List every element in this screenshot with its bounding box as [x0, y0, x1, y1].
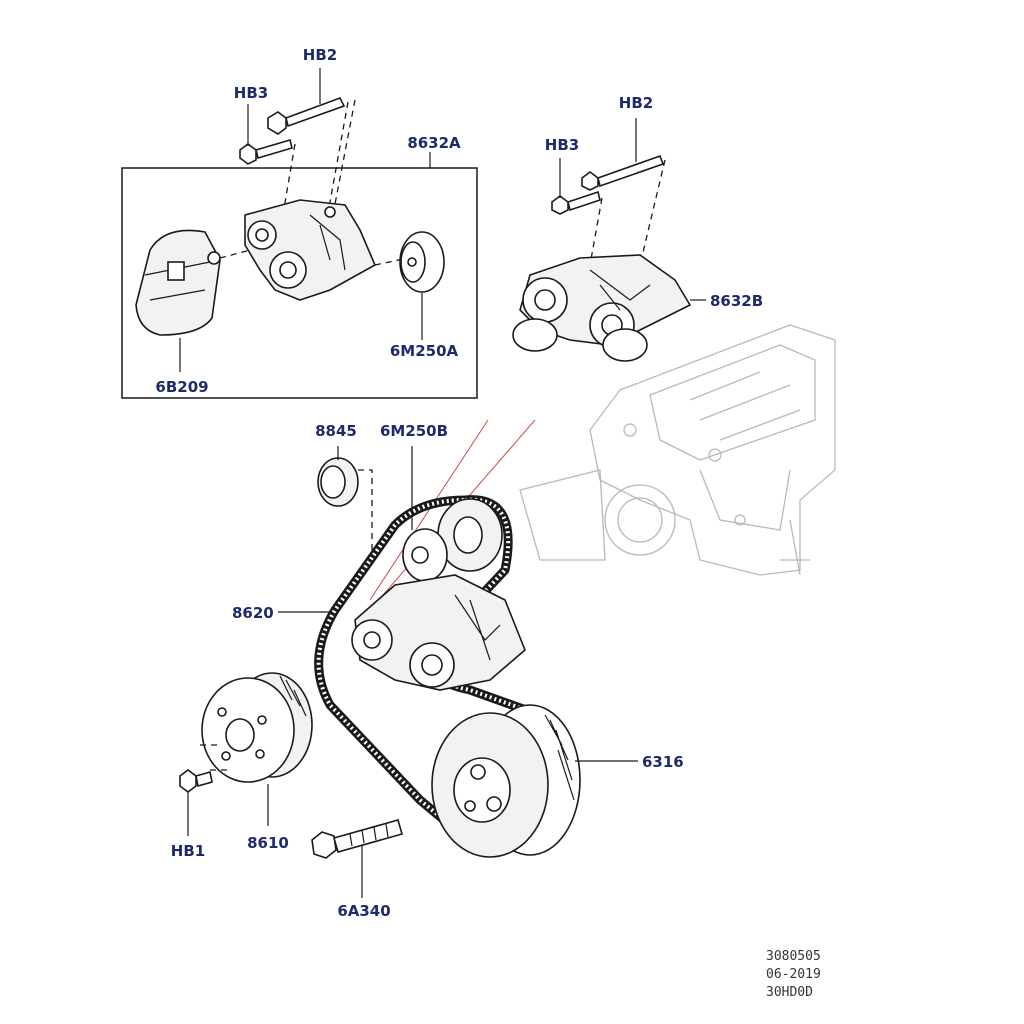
- label-6m250a: 6M250A: [390, 342, 459, 360]
- idler-pulley-6m250b: [402, 498, 503, 582]
- footer-illustration-number: 3080505: [766, 949, 821, 964]
- bracket-8632a: [244, 199, 377, 301]
- bolt-hb2-top: [267, 97, 346, 135]
- tensioner-6b209: [135, 229, 221, 336]
- tensioner-bracket-lower: [351, 574, 526, 691]
- tensioner-bracket-assembly-8632b: [512, 254, 692, 362]
- bolt-hb3-right: [551, 190, 601, 215]
- pulley-cap-8845: [317, 457, 359, 507]
- label-hb1: HB1: [171, 842, 205, 860]
- assembly-8632a-box: [121, 167, 478, 399]
- reference-line-left: [369, 419, 489, 601]
- engine-block-ghost: [519, 324, 836, 576]
- label-6m250b: 6M250B: [380, 422, 448, 440]
- label-hb3-right: HB3: [545, 136, 579, 154]
- water-pump-pulley-8610: [201, 672, 313, 783]
- label-6a340: 6A340: [337, 902, 390, 920]
- label-6b209: 6B209: [155, 378, 208, 396]
- footer-date: 06-2019: [766, 967, 821, 982]
- label-8845: 8845: [315, 422, 357, 440]
- crankshaft-bolt-6a340: [311, 819, 403, 859]
- label-hb3-top: HB3: [234, 84, 268, 102]
- label-hb2-top: HB2: [303, 46, 337, 64]
- label-8610: 8610: [247, 834, 289, 852]
- label-8632b: 8632B: [710, 292, 763, 310]
- label-hb2-right: HB2: [619, 94, 653, 112]
- crankshaft-damper-pulley-6316: [431, 704, 581, 858]
- label-8632a: 8632A: [407, 134, 461, 152]
- footer-code: 30HD0D: [766, 985, 813, 1000]
- label-6316: 6316: [642, 753, 684, 771]
- idler-pulley-6m250a: [399, 231, 445, 293]
- label-8620: 8620: [232, 604, 274, 622]
- bolt-hb1: [179, 769, 213, 793]
- bolt-hb3-top: [239, 138, 293, 165]
- bolt-hb2-right: [581, 154, 665, 191]
